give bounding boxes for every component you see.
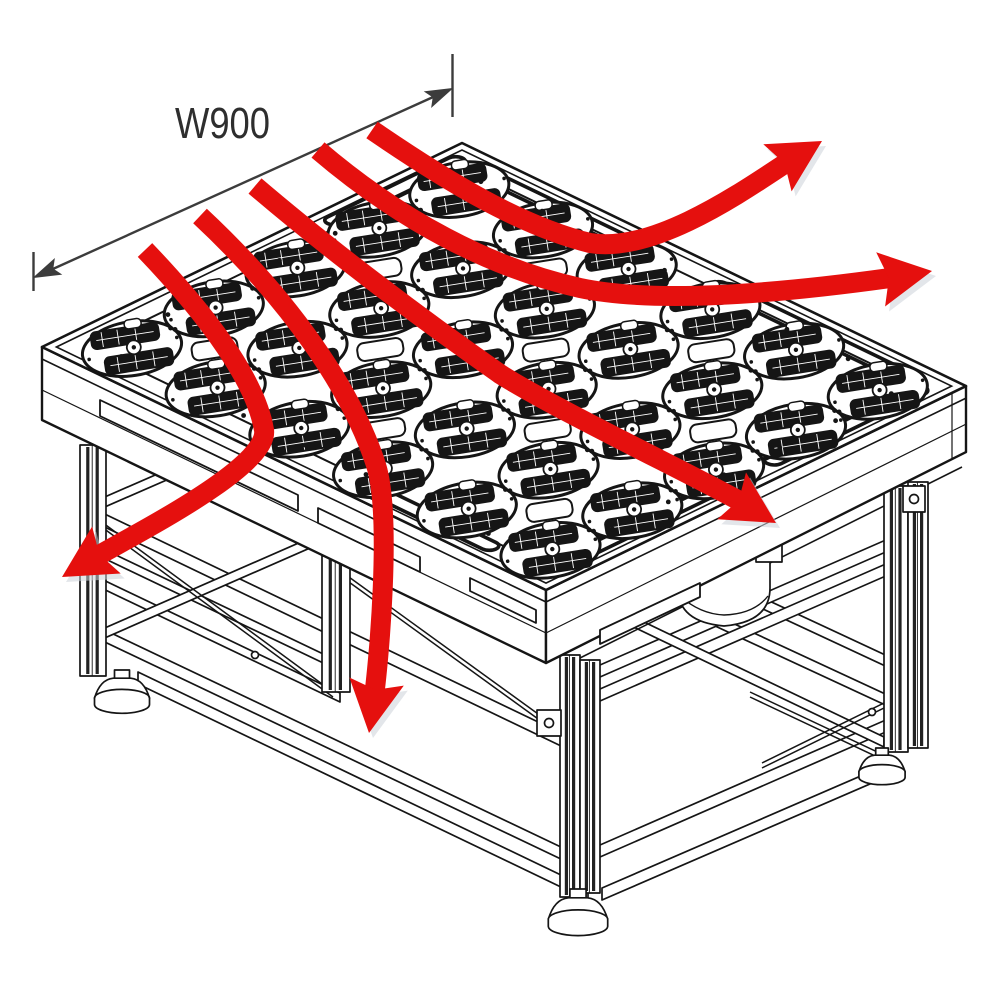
svg-text:W900: W900	[175, 99, 270, 148]
